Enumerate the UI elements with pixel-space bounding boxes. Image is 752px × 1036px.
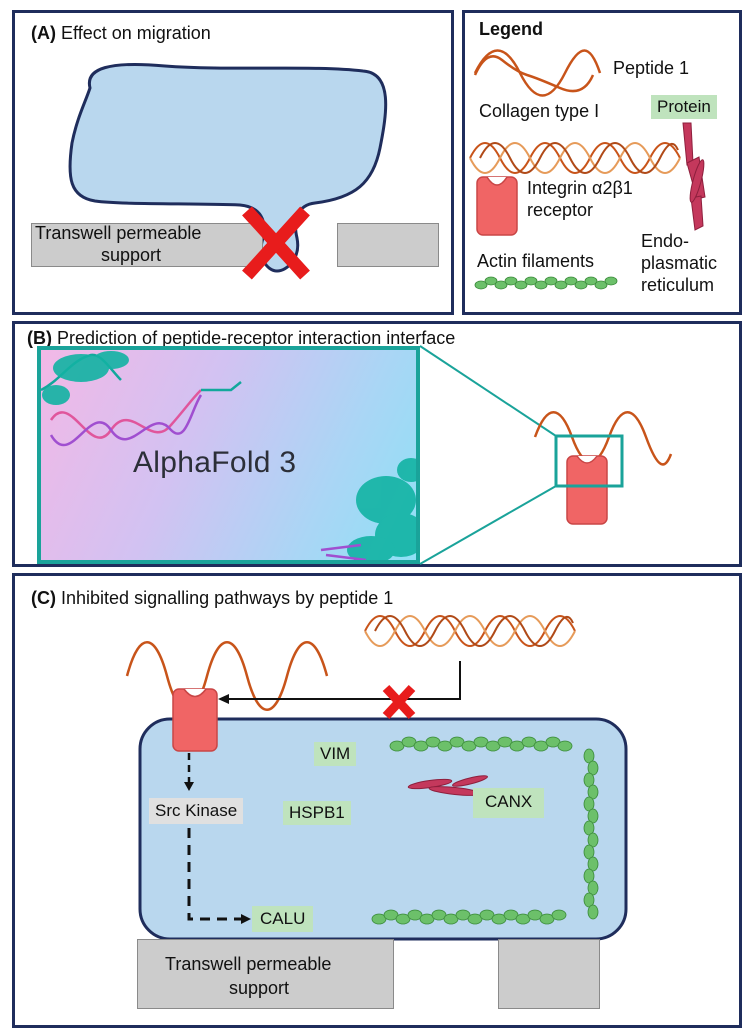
alphafold-structures [41, 351, 416, 560]
legend-er-icon [682, 122, 706, 231]
legend-er-line2: plasmatic [641, 253, 718, 273]
transwell-support-left [31, 223, 263, 267]
legend-peptide-label: Peptide 1 [613, 58, 690, 78]
legend-drawing [469, 49, 706, 290]
collagen-fibre-c [364, 615, 576, 647]
cross-overlay [242, 206, 310, 280]
zoom-line-top [419, 345, 557, 437]
protein-structure-bottom-icon [347, 458, 416, 560]
zoom-box [554, 434, 624, 488]
protein-label-calu: CALU [252, 906, 314, 932]
legend-protein-label: Protein [651, 95, 717, 119]
alphafold-title: AlphaFold 3 [133, 446, 297, 479]
receptor-b-icon [566, 455, 608, 525]
arrow-calu-head [241, 914, 251, 924]
legend-peptide-wave [473, 55, 595, 93]
legend-panel: Legend [462, 10, 742, 315]
legend-actin-icon [474, 276, 618, 290]
panel-c-letter: (C) [31, 588, 56, 608]
legend-er-line3: reticulum [641, 275, 715, 295]
support-label-line2: support [101, 245, 162, 265]
protein-label-hspb1: HSPB1 [283, 801, 351, 825]
legend-collagen-label: Collagen type I [479, 101, 600, 121]
panel-b-prediction: (B) Prediction of peptide-receptor inter… [12, 321, 742, 567]
receptor-c-icon [172, 688, 218, 752]
panel-b-letter: (B) [27, 328, 52, 348]
panel-a-title: (A) Effect on migration [31, 23, 211, 44]
zoom-line-bottom [419, 485, 557, 565]
arrow-kinase-to-calu [187, 828, 243, 921]
support-c-line1: Transwell permeable [165, 954, 332, 974]
actin-filament-bottom [371, 909, 567, 925]
legend-er-line1: Endo- [641, 231, 690, 251]
legend-integrin-line2: receptor [527, 200, 594, 220]
dna-fragment-icon [320, 543, 367, 560]
legend-peptide-icon [473, 49, 602, 97]
collagen-arrowhead [218, 694, 229, 704]
protein-label-canx: CANX [473, 788, 545, 818]
panel-c-title-text: Inhibited signalling pathways by peptide… [61, 588, 394, 608]
cell-body [138, 717, 628, 941]
peptide-wave-c [125, 641, 329, 711]
transwell-support-right-c [498, 939, 600, 1009]
actin-filament-vertical [583, 748, 599, 920]
legend-integrin-line1: Integrin α2β1 [527, 178, 633, 198]
panel-c-title: (C) Inhibited signalling pathways by pep… [31, 588, 393, 609]
panel-b-zoom-drawing [419, 345, 673, 565]
legend-collagen-icon [469, 142, 681, 174]
actin-filament-top [389, 736, 573, 752]
panel-b-title: (B) Prediction of peptide-receptor inter… [27, 328, 455, 349]
support-label-line1: Transwell permeable [35, 223, 202, 243]
migrating-cell [68, 62, 388, 273]
legend-title: Legend [479, 19, 544, 39]
protein-label-vim: VIM [314, 742, 357, 766]
er-icon-c [407, 775, 488, 796]
panel-a-letter: (A) [31, 23, 56, 43]
transwell-support-right [337, 223, 439, 267]
collagen-arrow [225, 661, 461, 700]
support-c-line2: support [229, 978, 290, 998]
panel-c-signalling: (C) Inhibited signalling pathways by pep… [12, 573, 742, 1028]
panel-a-title-text: Effect on migration [61, 23, 211, 43]
inhibition-cross-c [382, 684, 416, 720]
alphafold-image: AlphaFold 3 [37, 346, 420, 564]
arrow-receptor-head [184, 782, 194, 791]
legend-actin-label: Actin filaments [477, 251, 595, 271]
src-kinase-label: Src Kinase [149, 798, 244, 824]
protein-structure-top-icon [42, 351, 129, 405]
panel-a-migration: (A) Effect on migration Transwell permea… [12, 10, 454, 315]
panel-b-title-text: Prediction of peptide-receptor interacti… [57, 328, 456, 348]
legend-receptor-icon [476, 176, 518, 236]
panel-c-drawing [125, 615, 628, 941]
transwell-support-left-c [137, 939, 394, 1009]
